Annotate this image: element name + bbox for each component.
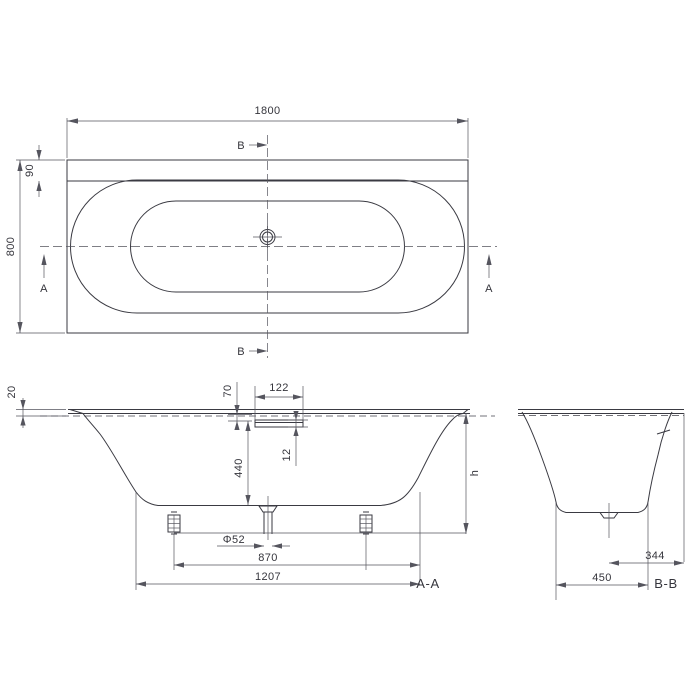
section-label-a-left: A (40, 283, 48, 295)
dim-rim-offset-90: 90 (24, 145, 42, 197)
dim-label-440: 440 (233, 458, 245, 478)
dim-rim-thickness-20: 20 (6, 385, 66, 428)
dim-label-1800: 1800 (254, 105, 280, 117)
dim-label-20: 20 (6, 385, 18, 398)
section-marker-a-right: A (485, 254, 493, 295)
drain-section-bb (599, 503, 619, 538)
dim-bb-344: 344 (609, 550, 684, 566)
section-marker-b-top: B (237, 140, 268, 152)
section-bb-tub-profile (521, 411, 673, 513)
dim-label-h: h (469, 470, 481, 477)
dim-height-h: h (463, 413, 481, 534)
dim-label-1207: 1207 (255, 571, 281, 583)
dim-label-12: 12 (281, 448, 293, 461)
dim-label-122: 122 (269, 382, 289, 394)
section-bb-label: B-B (654, 576, 677, 591)
dim-length-1800: 1800 (66, 105, 469, 158)
leg-right (359, 511, 373, 535)
section-aa-rim-chamfer-left (69, 409, 84, 414)
section-label-a-right: A (485, 283, 493, 295)
dim-width-800: 800 (5, 159, 65, 334)
drain-assembly-section-aa (258, 496, 278, 540)
dim-label-phi52: Φ52 (223, 534, 245, 546)
section-aa-rim-chamfer-right (462, 409, 469, 414)
dim-label-870: 870 (258, 552, 278, 564)
section-bb-wall-tick (656, 429, 671, 435)
section-aa-view: 20 70 122 12 (6, 382, 495, 591)
leg-left (167, 511, 181, 535)
dim-drain-diameter: Φ52 (217, 534, 290, 549)
dim-label-450: 450 (592, 572, 612, 584)
top-view-bowl-inner (130, 200, 405, 293)
top-view-bowl-outer (70, 179, 465, 314)
section-label-b-top: B (237, 140, 245, 152)
dim-overflow-70: 70 (222, 382, 252, 430)
dim-leg-span-1207: 1207 (136, 571, 420, 587)
dim-label-90: 90 (24, 164, 36, 177)
section-aa-label: A-A (416, 576, 439, 591)
section-marker-a-left: A (40, 254, 48, 295)
section-marker-b-bottom: B (237, 346, 268, 358)
dim-label-800: 800 (5, 237, 17, 257)
dim-overflow-height-12: 12 (281, 411, 308, 466)
drain-symbol-top-view (253, 222, 282, 252)
dim-depth-440: 440 (233, 421, 251, 505)
top-view: 1800 800 90 A A (5, 105, 497, 358)
dim-label-344: 344 (645, 550, 665, 562)
section-bb-view: 344 450 B-B (518, 409, 685, 600)
section-label-b-bottom: B (237, 346, 245, 358)
dim-overflow-width-122: 122 (254, 382, 304, 420)
dim-drain-position-870: 870 (174, 552, 420, 568)
dim-label-70: 70 (222, 384, 234, 397)
dim-bb-450: 450 (556, 572, 648, 588)
